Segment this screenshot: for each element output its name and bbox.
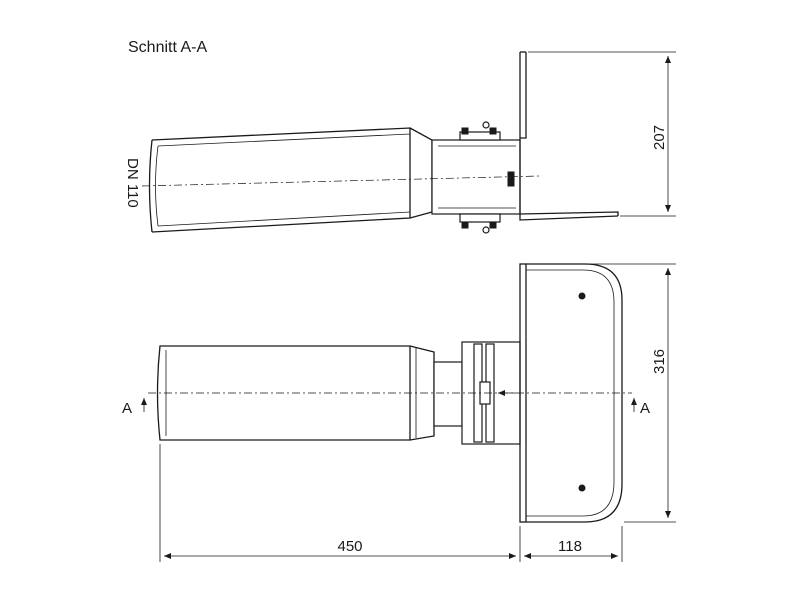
wall-plate-section (519, 51, 619, 221)
height-label-207: 207 (651, 125, 668, 150)
section-letter-right: A (640, 400, 650, 417)
depth-label-118: 118 (558, 538, 582, 555)
plan-view: A A 316 450 118 (122, 263, 676, 562)
length-label-450: 450 (337, 538, 362, 555)
height-label-316: 316 (651, 349, 668, 374)
height-dimension-plan: 316 (528, 263, 676, 523)
drawing-title: Schnitt A-A (128, 39, 207, 56)
section-marker-right: A (631, 398, 650, 417)
pipe-diameter-label: DN 110 (124, 158, 141, 208)
section-marker-left: A (122, 398, 147, 417)
section-view: DN 110 207 (124, 51, 676, 234)
screw-icon (578, 292, 586, 300)
center-line-section (141, 175, 541, 187)
adapter-section (431, 121, 521, 234)
length-dimensions: 450 118 (159, 444, 623, 562)
height-dimension-section: 207 (528, 51, 676, 217)
screw-icon (578, 484, 586, 492)
section-letter-left: A (122, 400, 132, 417)
